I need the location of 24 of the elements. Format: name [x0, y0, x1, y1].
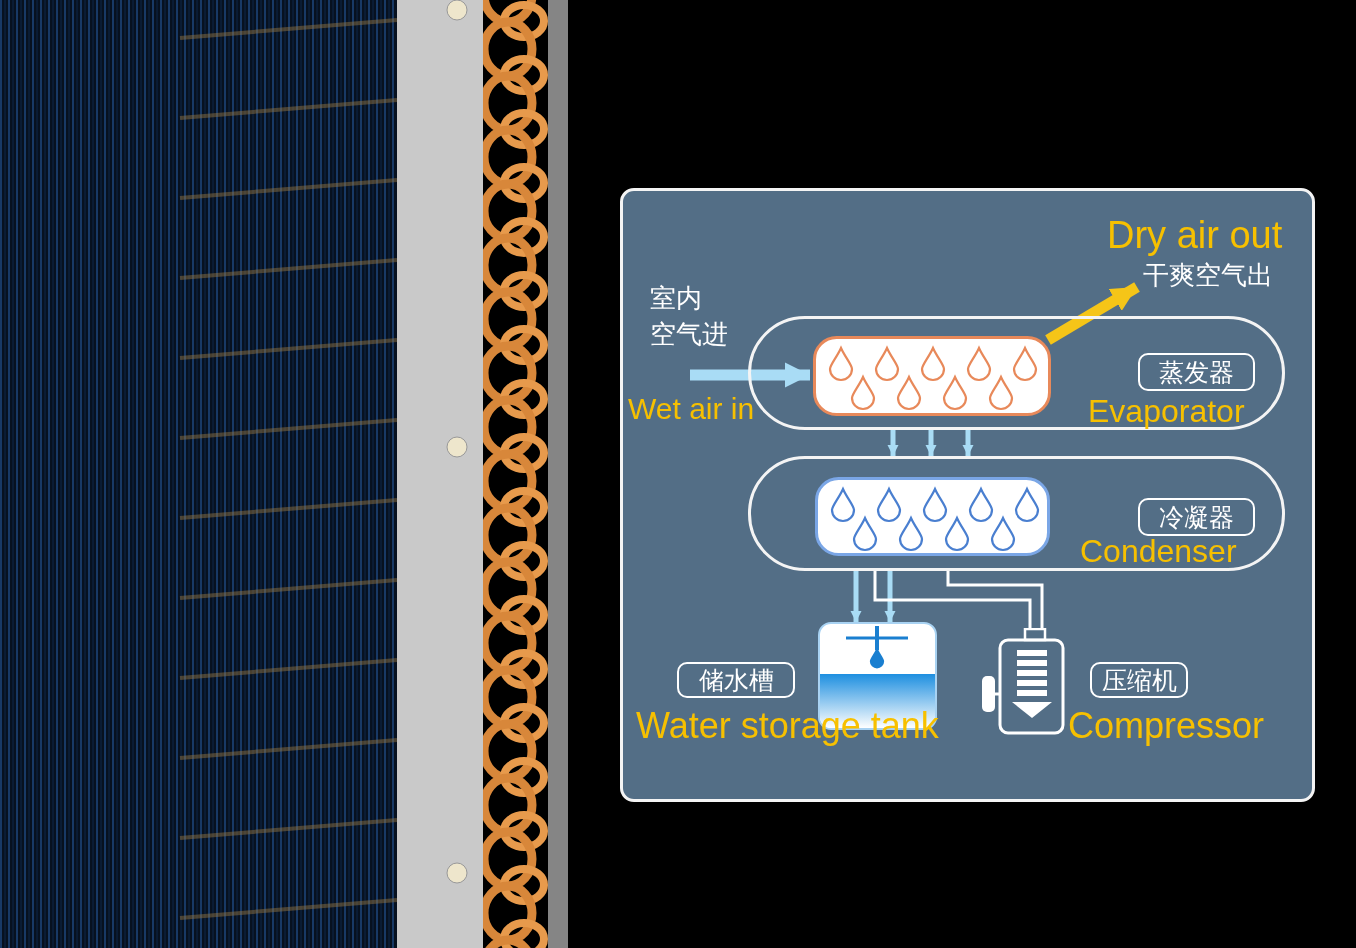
- arrow: [962, 430, 974, 456]
- rounded-band: [748, 456, 1285, 571]
- component-label: 压缩机: [1090, 662, 1188, 698]
- english-label: Dry air out: [1107, 216, 1283, 254]
- arrow: [850, 571, 862, 622]
- arrow: [884, 571, 896, 622]
- arrow: [690, 362, 810, 388]
- arrow: [925, 430, 937, 456]
- pipe-line: [873, 571, 1032, 628]
- chinese-label: 干爽空气出: [1143, 259, 1273, 292]
- english-label: Evaporator: [1088, 395, 1245, 427]
- component-label: 冷凝器: [1138, 498, 1255, 536]
- arrow: [887, 430, 899, 456]
- chinese-label: 室内空气进: [650, 282, 729, 351]
- english-label: Wet air in: [628, 394, 755, 424]
- arrow: [1045, 282, 1140, 345]
- english-label: Compressor: [1068, 708, 1265, 744]
- english-label: Water storage tank: [636, 708, 939, 744]
- component-label: 储水槽: [677, 662, 795, 698]
- component-label: 蒸发器: [1138, 353, 1255, 391]
- english-label: Condenser: [1080, 535, 1237, 567]
- droplet-panel: [815, 477, 1050, 556]
- pipe-line: [946, 571, 1044, 628]
- droplet-panel: [813, 336, 1051, 416]
